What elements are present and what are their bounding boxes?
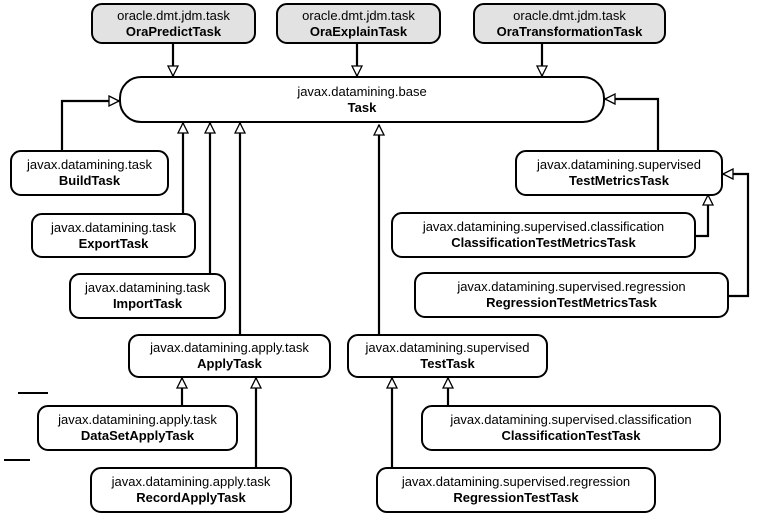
package-label: javax.datamining.supervised.regression xyxy=(457,279,686,294)
node-build-task: javax.datamining.task BuildTask xyxy=(10,150,169,196)
edge-testmetrics-task xyxy=(605,99,660,150)
class-label: DataSetApplyTask xyxy=(80,428,195,443)
package-label: oracle.dmt.jdm.task xyxy=(302,7,415,23)
package-label: javax.datamining.supervised xyxy=(536,157,702,172)
node-export-task: javax.datamining.task ExportTask xyxy=(31,213,196,258)
class-label: ApplyTask xyxy=(197,356,262,371)
node-classification-test-metrics-task: javax.datamining.supervised.classificati… xyxy=(391,212,696,258)
class-label: TestTask xyxy=(420,356,475,371)
package-label: javax.datamining.task xyxy=(26,157,152,172)
package-label: javax.datamining.base xyxy=(297,83,427,99)
node-test-metrics-task: javax.datamining.supervised TestMetricsT… xyxy=(515,150,723,196)
package-label: javax.datamining.task xyxy=(50,219,176,235)
class-label: ImportTask xyxy=(112,296,183,311)
package-label: javax.datamining.apply.task xyxy=(111,474,271,489)
class-label: ClassificationTestMetricsTask xyxy=(451,235,636,250)
node-ora-explain-task: oracle.dmt.jdm.task OraExplainTask xyxy=(276,3,441,44)
class-label: RegressionTestTask xyxy=(453,490,579,505)
node-ora-predict-task: oracle.dmt.jdm.task OraPredictTask xyxy=(91,3,256,44)
class-label: RecordApplyTask xyxy=(136,490,246,505)
class-label: OraTransformationTask xyxy=(496,23,643,39)
node-dataset-apply-task: javax.datamining.apply.task DataSetApply… xyxy=(37,405,238,451)
node-classification-test-task: javax.datamining.supervised.classificati… xyxy=(421,405,721,451)
node-test-task: javax.datamining.supervised TestTask xyxy=(347,334,548,378)
package-label: javax.datamining.supervised xyxy=(365,340,530,355)
node-regression-test-metrics-task: javax.datamining.supervised.regression R… xyxy=(414,272,729,318)
edge-regmetrics-testmetrics xyxy=(723,174,750,298)
node-import-task: javax.datamining.task ImportTask xyxy=(69,273,226,319)
package-label: javax.datamining.task xyxy=(84,280,210,295)
package-label: javax.datamining.supervised.classificati… xyxy=(422,219,665,234)
class-label: Task xyxy=(347,99,377,115)
node-task: javax.datamining.base Task xyxy=(119,76,605,123)
class-label: BuildTask xyxy=(58,173,121,188)
class-label: TestMetricsTask xyxy=(569,173,669,188)
class-label: RegressionTestMetricsTask xyxy=(486,295,657,310)
package-label: javax.datamining.supervised.regression xyxy=(401,474,631,489)
edge-build-task xyxy=(60,101,119,150)
package-label: oracle.dmt.jdm.task xyxy=(513,7,626,23)
node-regression-test-task: javax.datamining.supervised.regression R… xyxy=(376,467,656,513)
class-label: OraExplainTask xyxy=(309,23,408,39)
node-ora-transformation-task: oracle.dmt.jdm.task OraTransformationTas… xyxy=(473,3,666,44)
node-record-apply-task: javax.datamining.apply.task RecordApplyT… xyxy=(90,467,292,513)
class-label: OraPredictTask xyxy=(125,23,222,39)
package-label: oracle.dmt.jdm.task xyxy=(117,7,230,23)
package-label: javax.datamining.apply.task xyxy=(150,340,309,355)
class-label: ExportTask xyxy=(78,235,149,251)
node-apply-task: javax.datamining.apply.task ApplyTask xyxy=(128,334,331,378)
class-label: ClassificationTestTask xyxy=(501,428,641,443)
package-label: javax.datamining.supervised.classificati… xyxy=(450,412,692,427)
edge-classmetrics-testmetrics xyxy=(695,195,708,238)
package-label: javax.datamining.apply.task xyxy=(58,412,217,427)
